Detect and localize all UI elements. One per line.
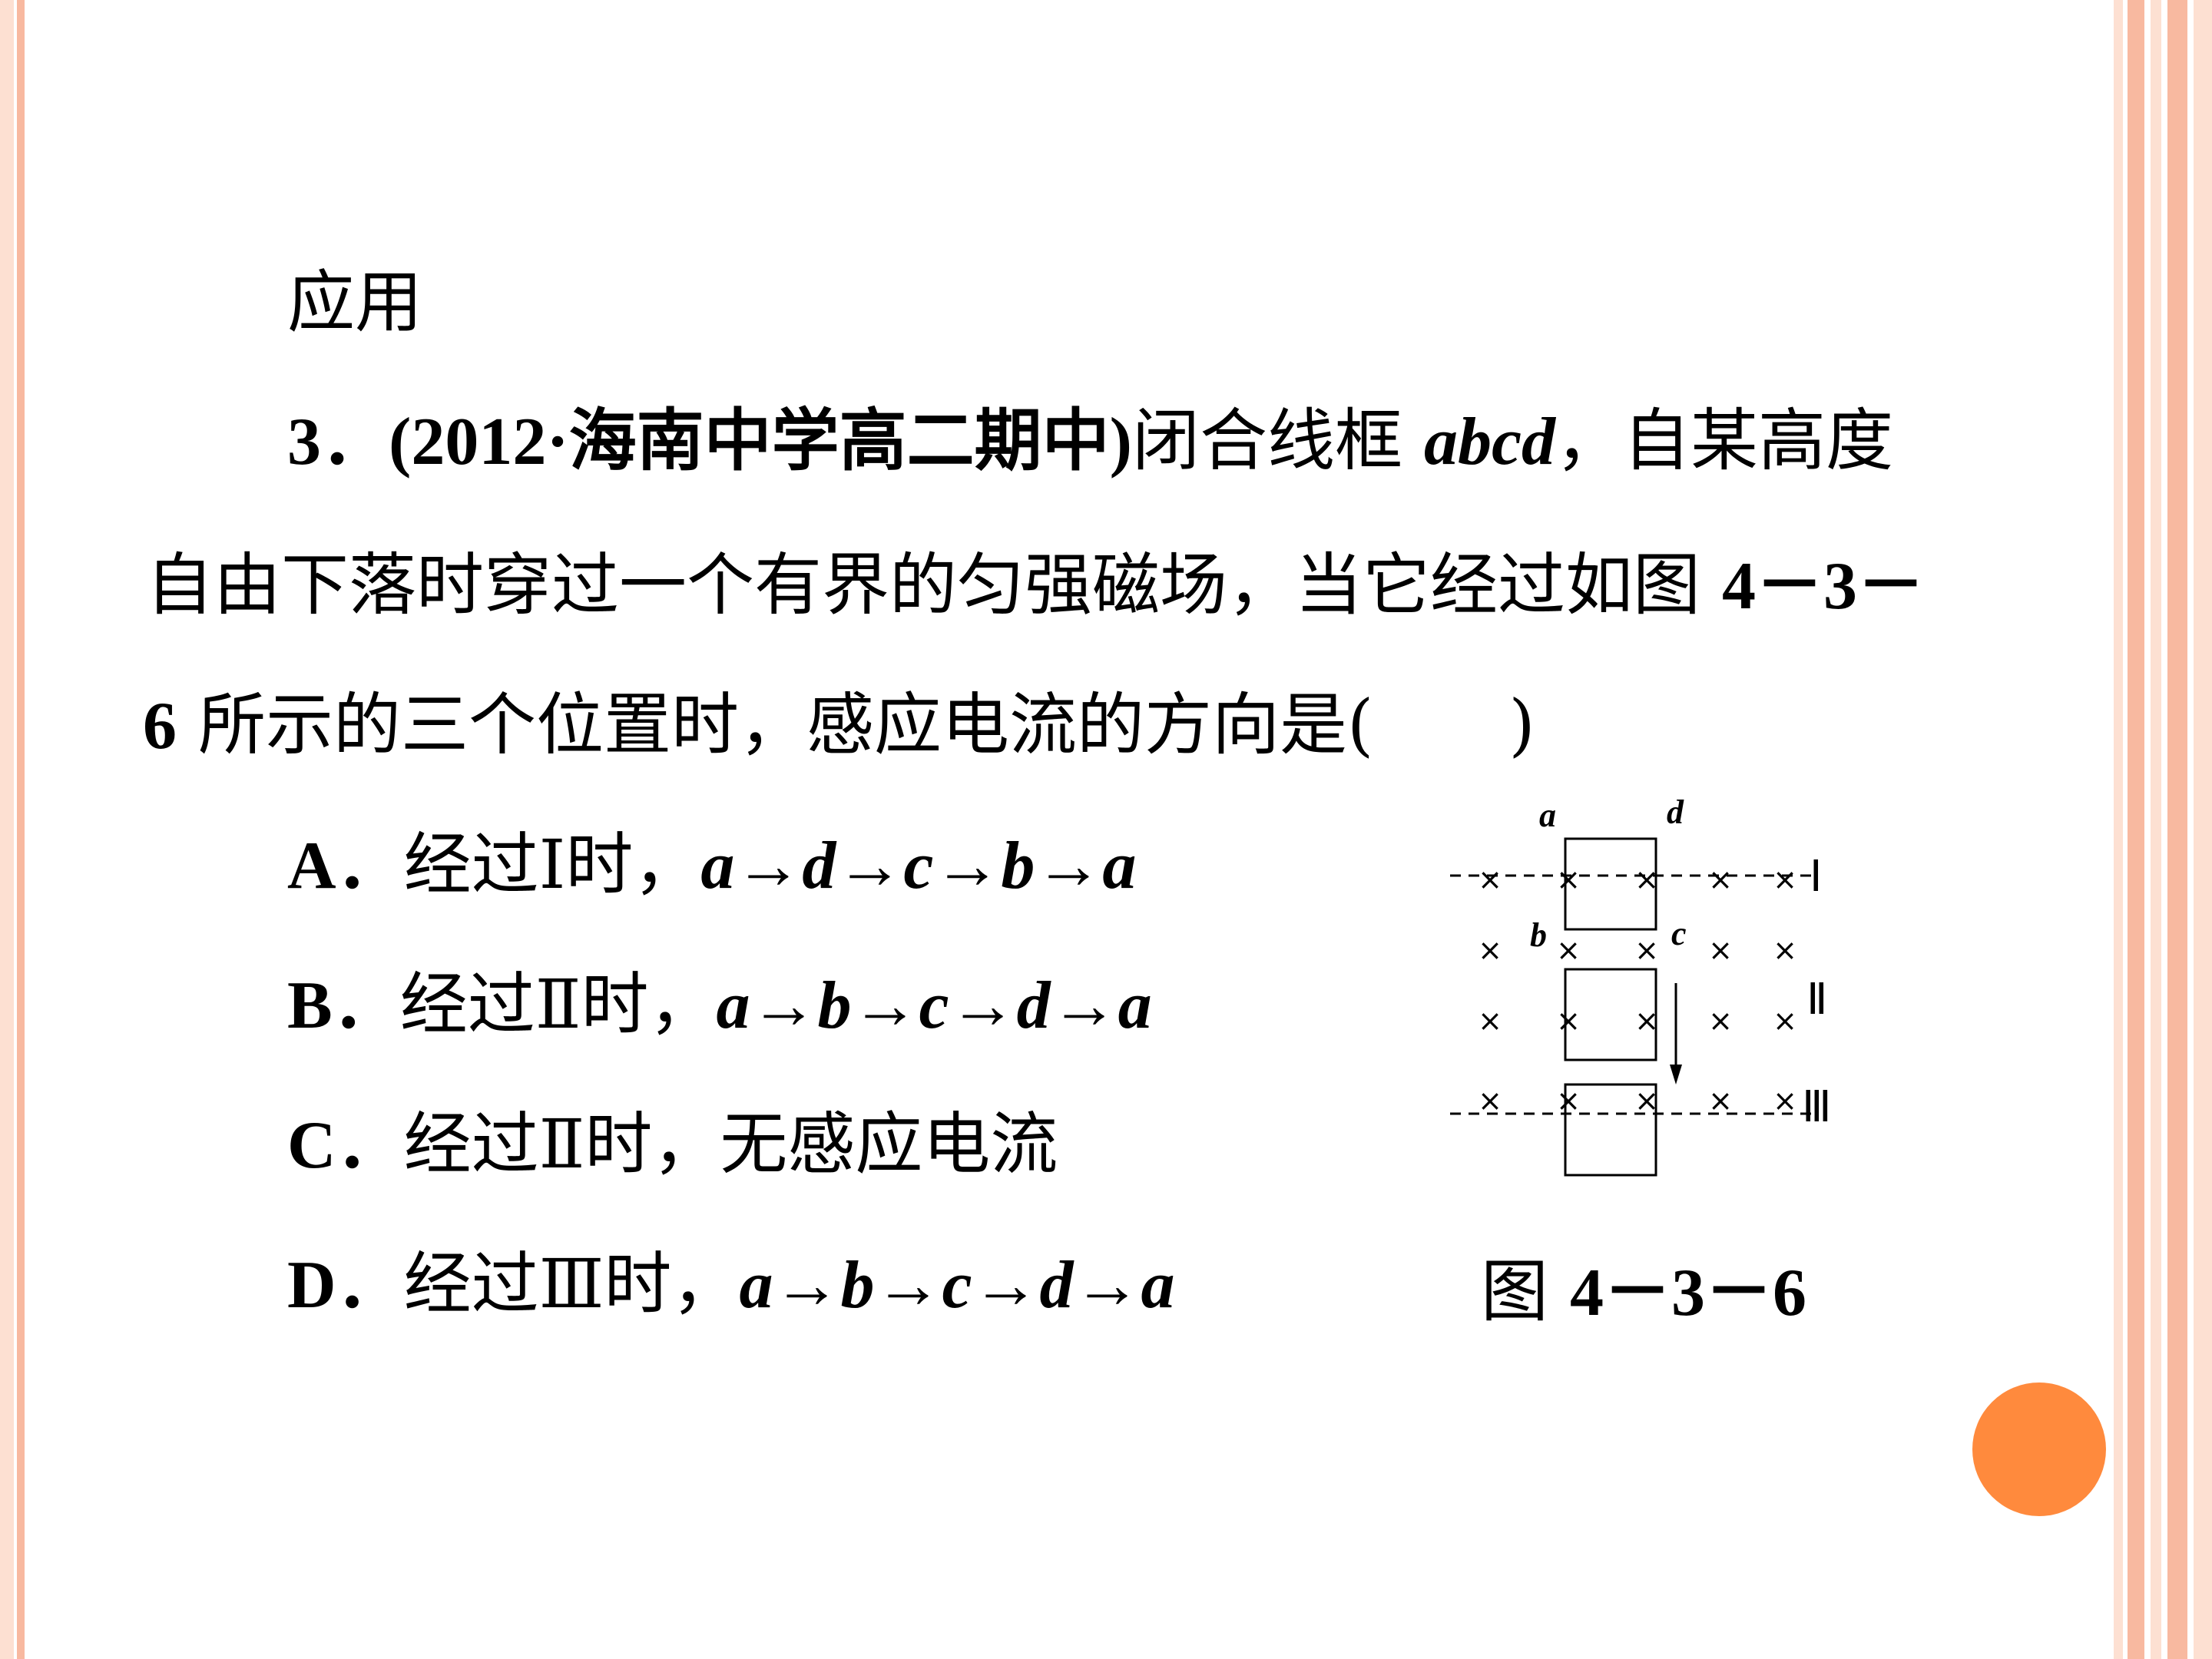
option-c-label: C．	[287, 1108, 404, 1183]
field-cross: ×	[1773, 863, 1797, 896]
fall-arrow-head	[1670, 1065, 1682, 1084]
border-band-1	[2114, 0, 2123, 1659]
left-border-band-2	[17, 0, 25, 1659]
option-c-text: 经过Ⅱ时，无感应电流	[403, 1104, 1058, 1184]
question-line-2: 自由下落时穿过一个有界的匀强磁场，当它经过如图 4－3－	[146, 551, 1925, 621]
figure-ref-2: 6	[143, 689, 177, 763]
option-d[interactable]: D．经过Ⅲ时，a→b→c→d→a	[287, 1250, 1175, 1320]
question-line-1: 3．(2012·海南中学高二期中)闭合线框 abcd，自某高度	[287, 407, 1893, 476]
question-text-2: 自由下落时穿过一个有界的匀强磁场，当它经过如图	[146, 545, 1701, 624]
field-cross: ×	[1634, 1084, 1659, 1118]
position-label-3: Ⅲ	[1802, 1084, 1832, 1131]
figure-ref-1: 4－3－	[1722, 549, 1926, 624]
field-cross: ×	[1634, 933, 1659, 967]
field-cross: ×	[1478, 863, 1502, 896]
decorative-orange-circle	[1972, 1382, 2106, 1516]
option-d-path: a→b→c→d→a	[739, 1248, 1175, 1323]
option-a-text: 经过Ⅰ时，	[403, 825, 701, 904]
left-border-band-1	[0, 0, 14, 1659]
corner-label-c: c	[1671, 915, 1687, 952]
frame-position-2	[1564, 968, 1657, 1061]
field-cross: ×	[1556, 1004, 1581, 1038]
corner-label-a: a	[1539, 796, 1556, 834]
border-band-5	[2194, 0, 2212, 1659]
option-b-text: 经过Ⅱ时，	[399, 965, 717, 1044]
question-line-3: 6 所示的三个位置时，感应电流的方向是( )	[143, 691, 1535, 760]
frame-name: abcd	[1423, 405, 1556, 479]
option-a-label: A．	[287, 829, 404, 903]
field-cross: ×	[1556, 933, 1581, 967]
caption-prefix: 图	[1481, 1252, 1549, 1331]
option-d-label: D．	[287, 1248, 404, 1323]
field-cross: ×	[1478, 1084, 1502, 1118]
border-band-2	[2128, 0, 2144, 1659]
field-cross: ×	[1634, 863, 1659, 896]
field-cross: ×	[1773, 1084, 1797, 1118]
question-number: 3．	[287, 405, 389, 479]
frame-position-1	[1564, 837, 1657, 931]
question-text-3: 所示的三个位置时，感应电流的方向是( )	[197, 685, 1535, 764]
frame-position-3	[1564, 1083, 1657, 1177]
field-cross: ×	[1708, 1084, 1733, 1118]
field-cross: ×	[1773, 1004, 1797, 1038]
border-band-3	[2151, 0, 2161, 1659]
heading: 应用	[287, 263, 423, 342]
question-text-1-tail: ，自某高度	[1555, 401, 1894, 480]
option-a-path: a→d→c→b→a	[700, 829, 1137, 903]
corner-label-d: d	[1667, 793, 1684, 831]
field-cross: ×	[1634, 1004, 1659, 1038]
magnetic-field-figure: × × × × × × × × × × × × × × × × × × × × …	[1450, 793, 1832, 1177]
corner-label-b: b	[1530, 916, 1547, 954]
position-label-1: Ⅰ	[1810, 853, 1823, 901]
field-cross: ×	[1708, 1004, 1733, 1038]
question-source: (2012·海南中学高二期中)	[389, 405, 1132, 479]
option-b[interactable]: B．经过Ⅱ时，a→b→c→d→a	[287, 971, 1152, 1040]
option-b-path: a→b→c→d→a	[716, 969, 1152, 1043]
field-cross: ×	[1478, 1004, 1502, 1038]
border-band-4	[2167, 0, 2187, 1659]
option-a[interactable]: A．经过Ⅰ时，a→d→c→b→a	[287, 831, 1136, 900]
field-cross: ×	[1478, 933, 1502, 967]
caption-number: 4－3－6	[1570, 1256, 1807, 1330]
field-cross: ×	[1556, 863, 1581, 896]
field-cross: ×	[1773, 933, 1797, 967]
position-label-2: Ⅱ	[1806, 976, 1828, 1024]
field-cross: ×	[1708, 933, 1733, 967]
option-d-text: 经过Ⅲ时，	[403, 1244, 740, 1323]
figure-caption: 图 4－3－6	[1481, 1258, 1806, 1327]
field-cross: ×	[1708, 863, 1733, 896]
question-text-1: 闭合线框	[1131, 401, 1402, 480]
option-b-label: B．	[287, 969, 400, 1043]
field-cross: ×	[1556, 1084, 1581, 1118]
option-c[interactable]: C．经过Ⅱ时，无感应电流	[287, 1111, 1058, 1180]
